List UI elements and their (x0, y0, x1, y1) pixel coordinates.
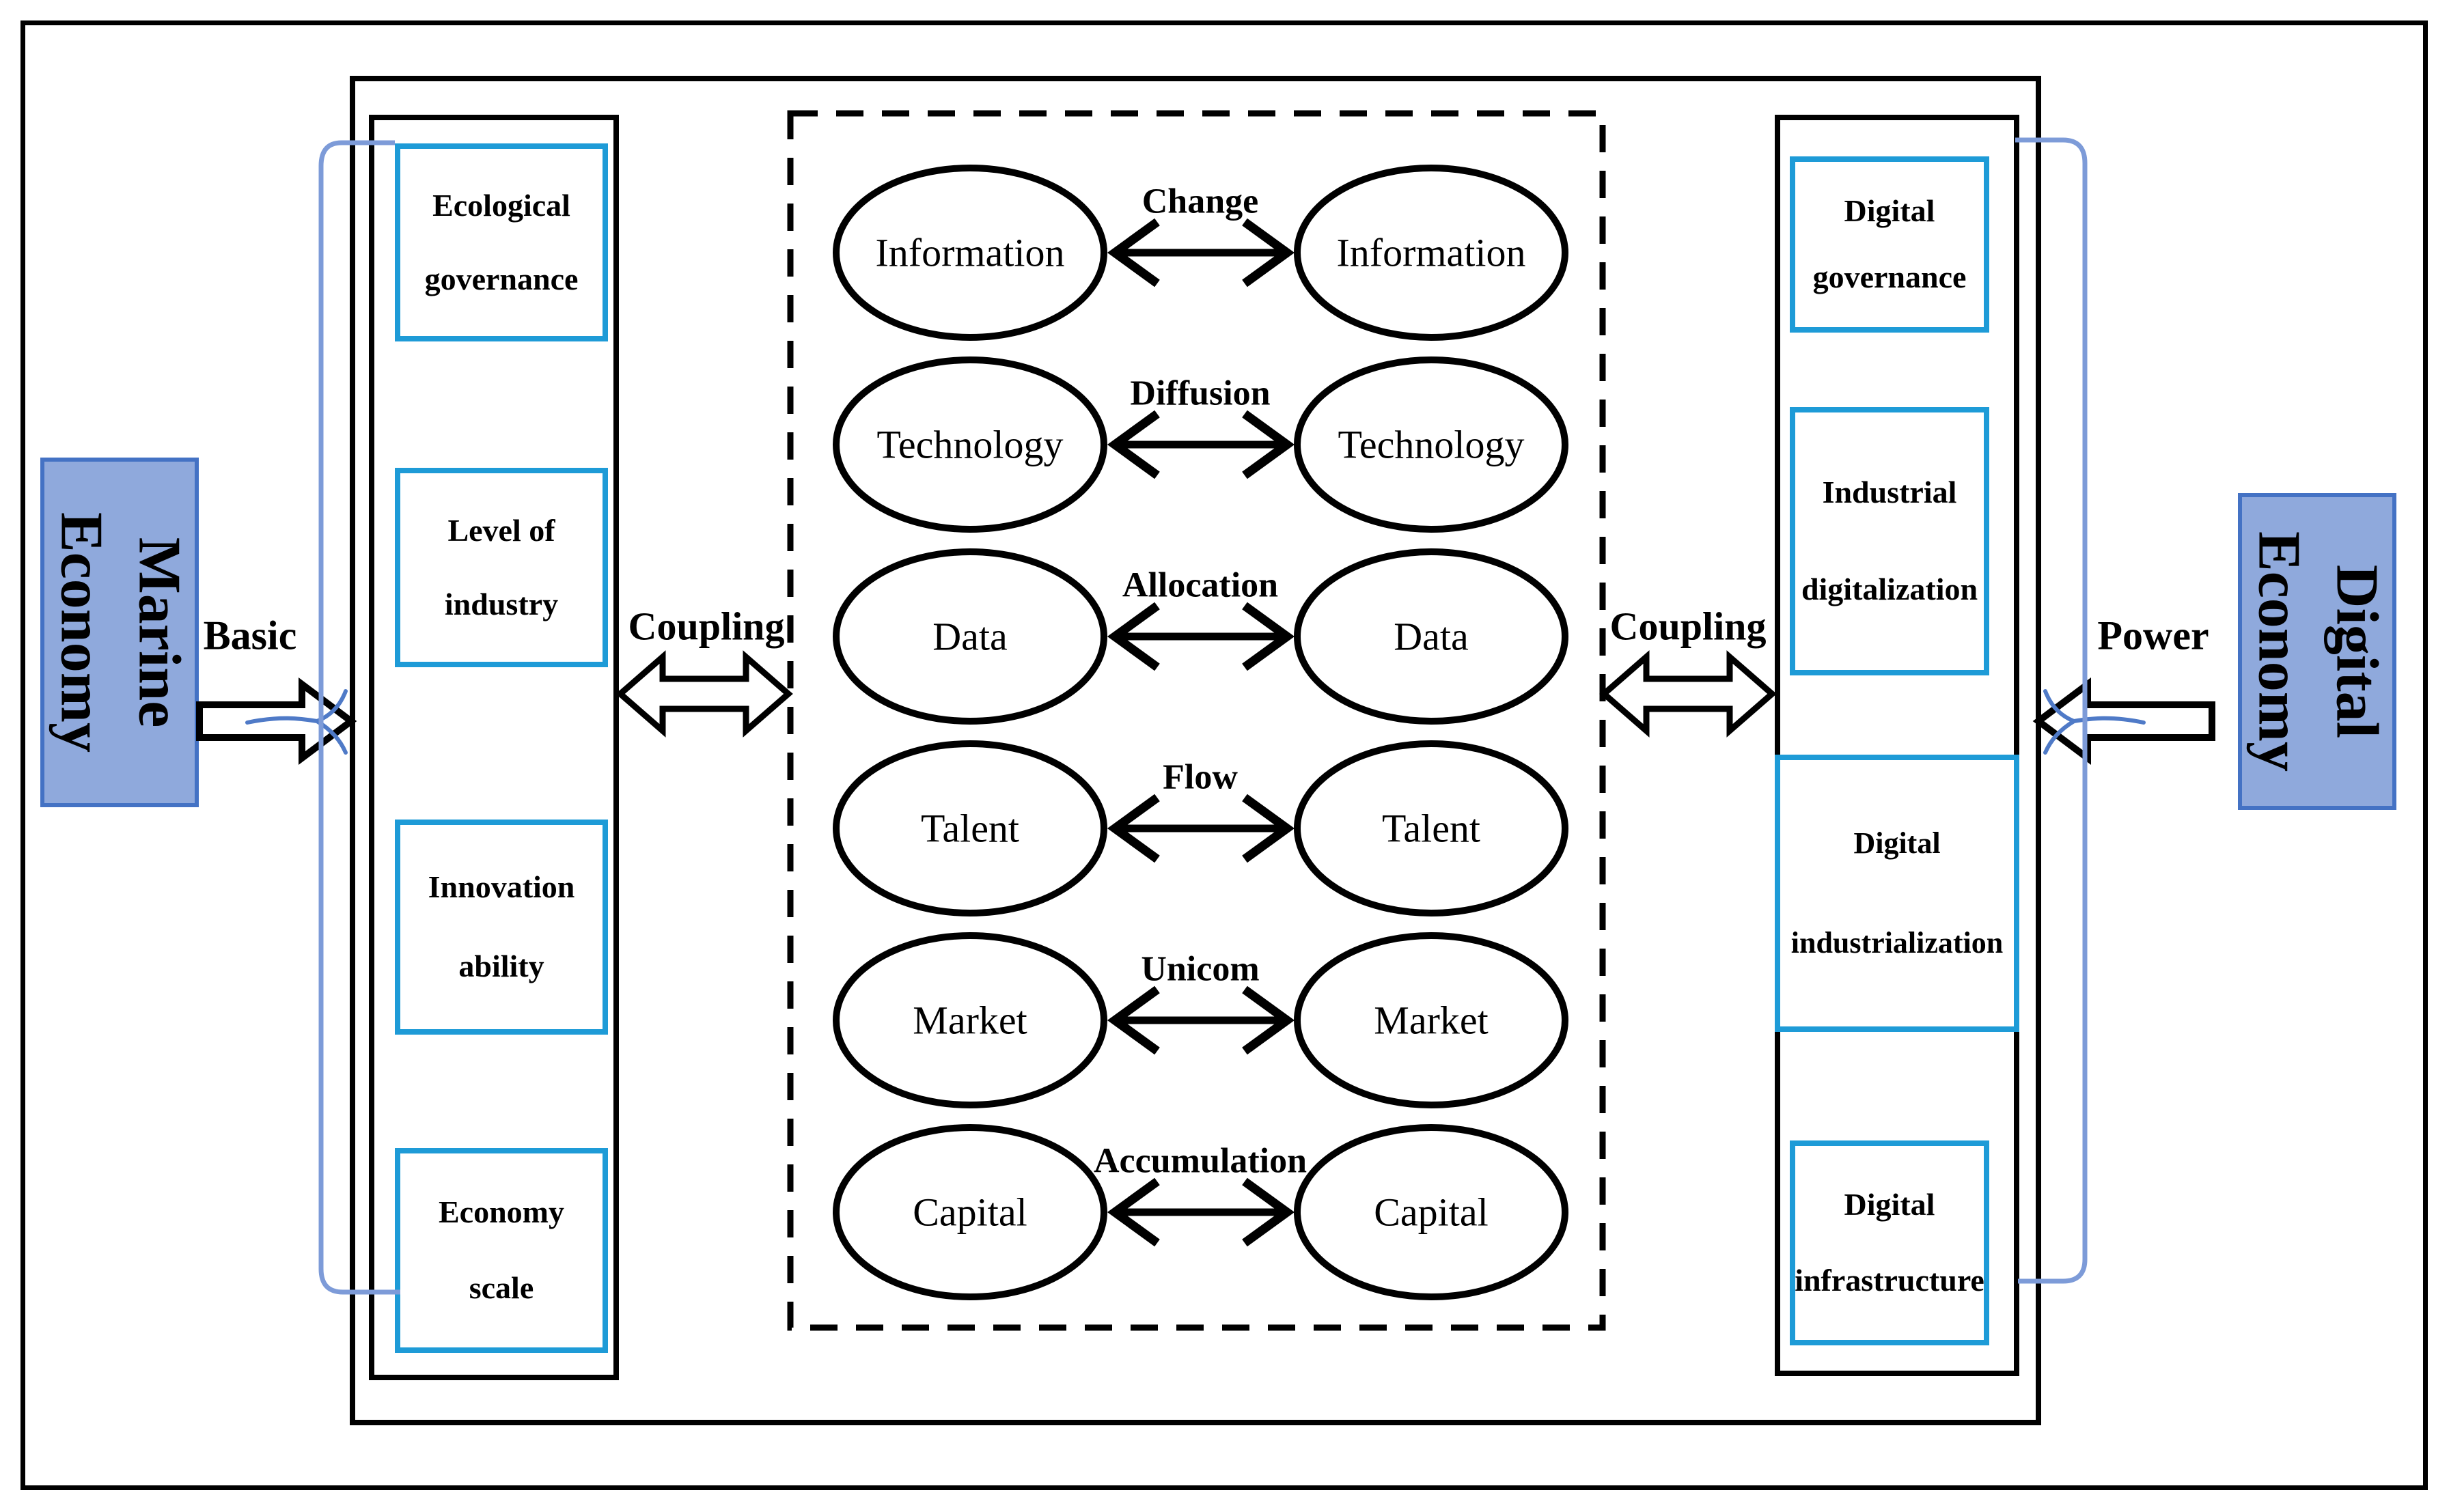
mechanism-label-accumulation: Accumulation (1094, 1141, 1307, 1181)
ellipse-label-capital-right: Capital (1374, 1190, 1489, 1235)
ellipse-capital-left (833, 1124, 1107, 1300)
dimension-line: industrialization (1790, 925, 2004, 960)
mechanism-label-diffusion: Diffusion (1130, 374, 1271, 413)
ellipse-talent-left (833, 740, 1107, 916)
ellipse-label-technology-left: Technology (876, 422, 1064, 467)
ellipse-talent-right (1294, 740, 1568, 916)
mechanism-label-flow: Flow (1163, 757, 1238, 797)
dimension-line: Level of (447, 512, 555, 548)
basic-label: Basic (203, 613, 297, 658)
ellipse-label-data-right: Data (1394, 614, 1469, 659)
power-label: Power (2097, 613, 2209, 658)
ellipse-information-left (833, 165, 1107, 341)
dimension-line: infrastructure (1795, 1263, 1984, 1298)
mechanism-arrow-diffusion (1107, 410, 1295, 479)
dimension-box-ecological-governance: Ecological governance (395, 143, 608, 341)
ellipse-information-right (1294, 165, 1568, 341)
mechanism-label-allocation: Allocation (1122, 565, 1279, 605)
dimension-line: Digital (1844, 1187, 1935, 1222)
mechanism-label-unicom: Unicom (1141, 949, 1260, 989)
dashed-mechanism-frame (787, 110, 1606, 1331)
mechanism-arrow-flow (1107, 794, 1295, 863)
dimension-box-digital-infrastructure: Digital infrastructure (1790, 1140, 1989, 1345)
mechanism-label-change: Change (1142, 182, 1259, 221)
dimension-box-digital-industrialization: Digital industrialization (1775, 755, 2019, 1032)
dimension-line: industry (444, 586, 559, 621)
dimension-line: scale (469, 1270, 534, 1306)
dimension-line: Industrial (1822, 475, 1957, 510)
ellipse-label-market-right: Market (1374, 998, 1489, 1043)
basic-arrow (196, 677, 357, 765)
dimension-box-industrial-digitalization: Industrial digitalization (1790, 407, 1989, 675)
ellipse-label-capital-left: Capital (913, 1190, 1027, 1235)
bracket-right (2015, 137, 2088, 1284)
mechanism-arrows (1107, 218, 1295, 1247)
mechanism-arrow-allocation (1107, 602, 1295, 671)
ellipse-technology-left (833, 356, 1107, 533)
ellipse-market-right (1294, 932, 1568, 1108)
coupling-label-left: Coupling (628, 604, 785, 649)
outer-frame (20, 20, 2428, 1490)
ellipse-capital-right (1294, 1124, 1568, 1300)
mechanism-arrow-change (1107, 218, 1295, 288)
dimension-box-innovation-ability: Innovation ability (395, 820, 608, 1035)
ellipse-data-right (1294, 548, 1568, 725)
inner-frame (350, 76, 2041, 1425)
dimension-line: governance (424, 261, 579, 296)
dimension-line: Digital (1844, 193, 1935, 229)
ellipse-label-market-left: Market (913, 998, 1027, 1043)
digital-economy-entity: Digital Economy (2238, 493, 2396, 810)
bracket-left (318, 140, 400, 1295)
swoosh-icon-power (2043, 689, 2146, 755)
mechanism-arrow-accumulation (1107, 1177, 1295, 1247)
dimension-line: ability (458, 949, 544, 984)
mechanism-arrow-unicom (1107, 985, 1295, 1055)
ellipse-label-talent-right: Talent (1381, 806, 1481, 851)
dimension-box-digital-governance: Digital governance (1790, 156, 1989, 333)
dimension-line: governance (1812, 260, 1967, 295)
dimension-line: Ecological (432, 188, 570, 223)
ellipse-label-information-left: Information (875, 230, 1065, 275)
ellipse-label-talent-left: Talent (920, 806, 1020, 851)
ellipse-label-technology-right: Technology (1338, 422, 1525, 467)
dimension-line: Economy (439, 1194, 564, 1230)
dimension-line: Innovation (428, 869, 575, 905)
ellipse-technology-right (1294, 356, 1568, 533)
coupling-label-right: Coupling (1609, 604, 1767, 649)
dimension-box-level-of-industry: Level of industry (395, 468, 608, 667)
ellipse-market-left (833, 932, 1107, 1108)
coupling-arrow-right (1599, 650, 1777, 738)
dimension-line: digitalization (1801, 572, 1978, 607)
dimension-line: Digital (1853, 826, 1941, 860)
marine-economy-entity: Marine Economy (40, 458, 199, 807)
ellipse-data-left (833, 548, 1107, 725)
ellipse-label-data-left: Data (932, 614, 1008, 659)
dimension-box-economy-scale: Economy scale (395, 1148, 608, 1353)
coupling-arrow-left (615, 650, 793, 738)
ellipse-label-information-right: Information (1336, 230, 1526, 275)
